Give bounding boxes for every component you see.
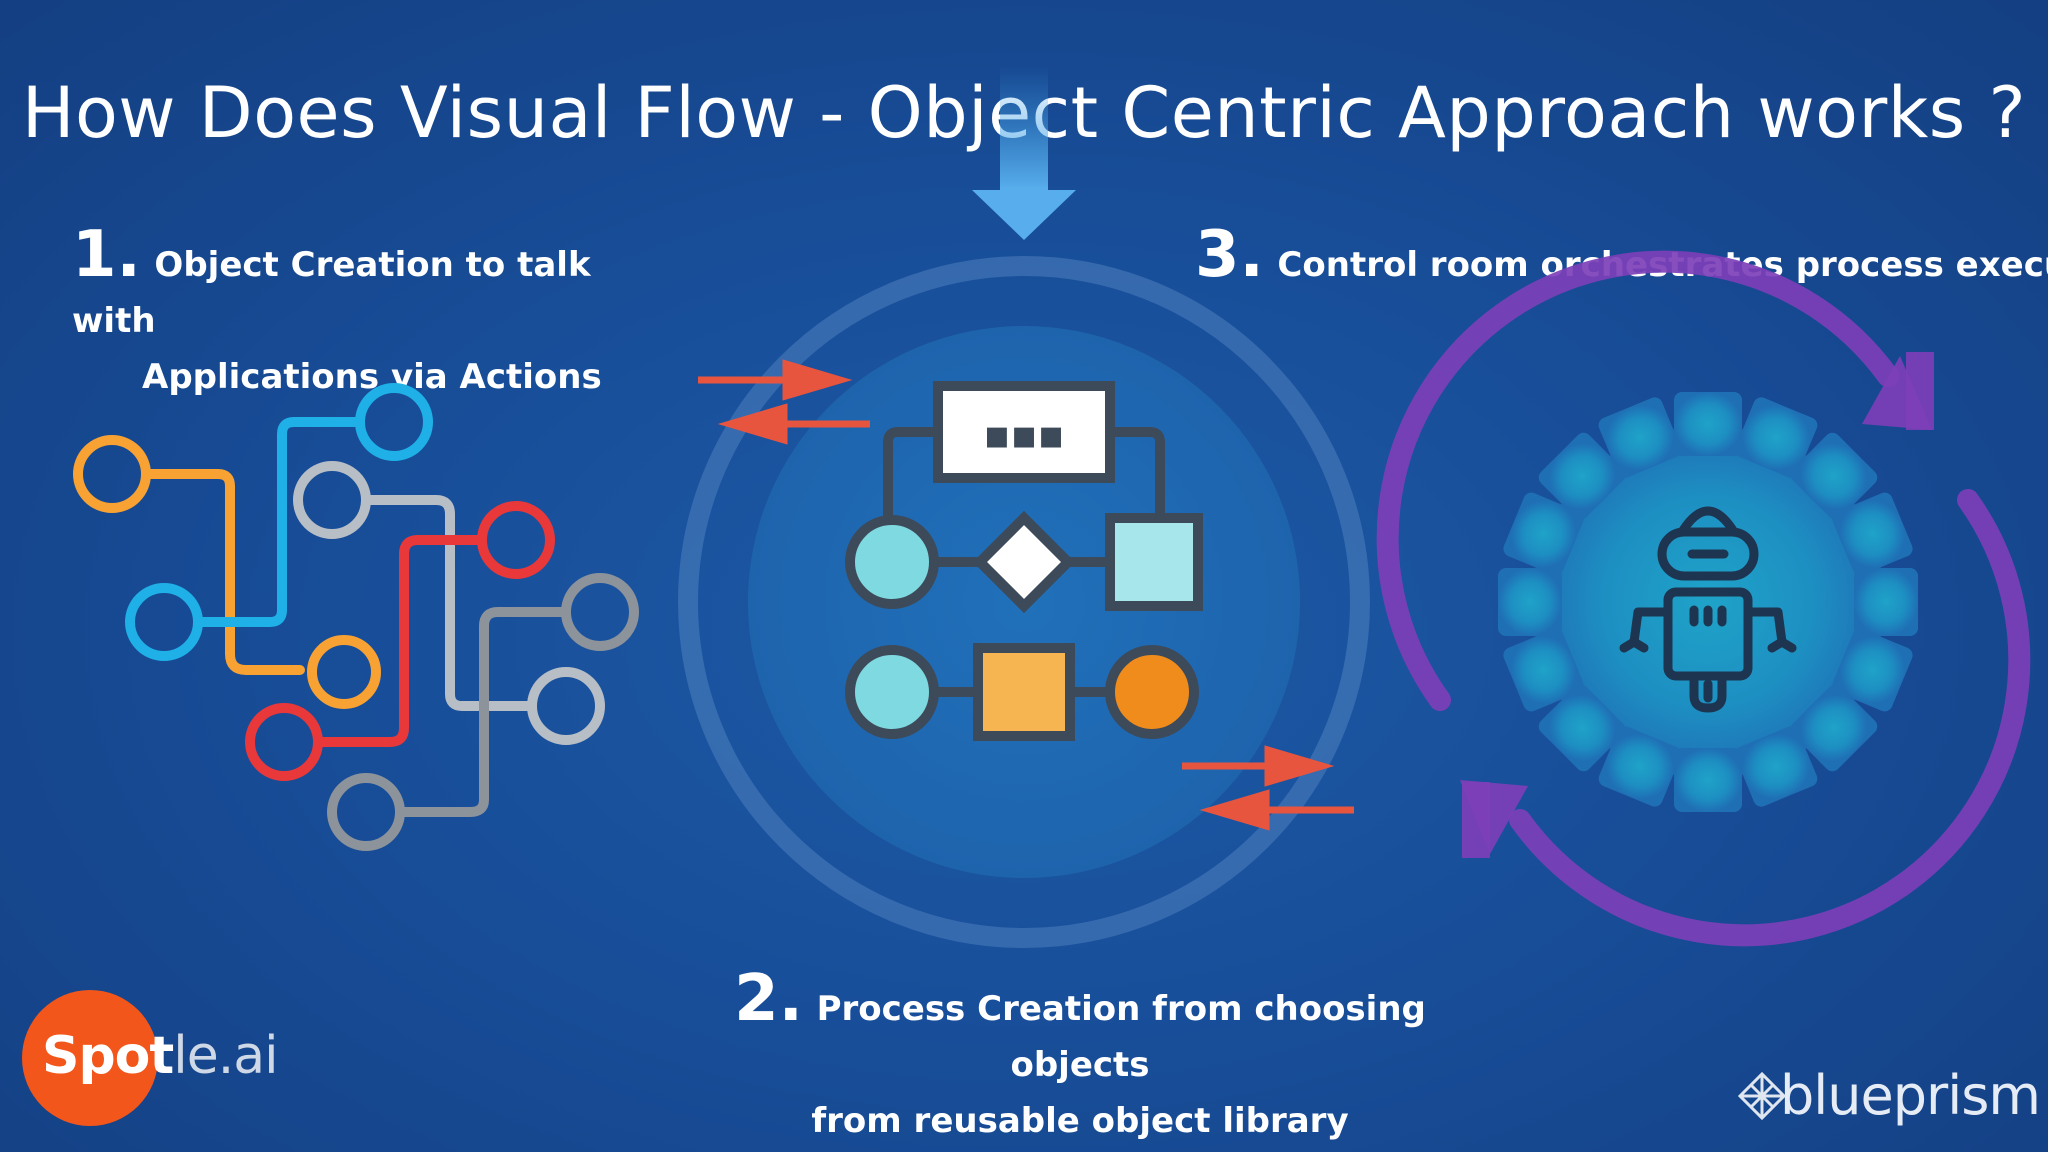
cycle-arrows-icon [1376, 250, 2031, 947]
down-arrow-icon [972, 66, 1076, 240]
exchange-arrows-top-icon [698, 359, 870, 445]
blueprism-logo-text: blueprism [1780, 1064, 2041, 1127]
step-2-line2: from reusable object library [811, 1101, 1349, 1141]
spotle-logo-circle [22, 990, 158, 1126]
blueprism-logo: blueprism [1710, 1060, 2041, 1130]
step-1-line1: Object Creation to talk with [72, 245, 591, 341]
step-1-number: 1. [72, 218, 141, 292]
spotle-logo: Spotle.ai [22, 990, 322, 1126]
step-3-number: 3. [1195, 218, 1264, 292]
spotle-text-part1: Spot [42, 1026, 174, 1086]
flowchart-box-dots: ▪▪▪ [983, 412, 1064, 458]
circuit-lines-icon [73, 383, 639, 851]
step-2-label: 2. Process Creation from choosing object… [680, 962, 1480, 1149]
cycle-arrowheads [1460, 352, 1934, 858]
flowchart-icon: ▪▪▪ [678, 256, 1370, 948]
robot-gear-icon [1498, 392, 1918, 812]
blueprism-logo-icon [1737, 1071, 1787, 1121]
exchange-arrows-bottom-icon [1182, 745, 1354, 831]
step-1-label: 1. Object Creation to talk with Applicat… [72, 218, 672, 405]
step-2-line1: Process Creation from choosing objects [816, 989, 1426, 1085]
spotle-logo-text: Spotle.ai [42, 1026, 279, 1086]
step-2-number: 2. [734, 962, 803, 1036]
spotle-text-part2: le.ai [173, 1026, 278, 1086]
step-3-label: 3. Control room orchestrates process exe… [1195, 218, 2048, 293]
